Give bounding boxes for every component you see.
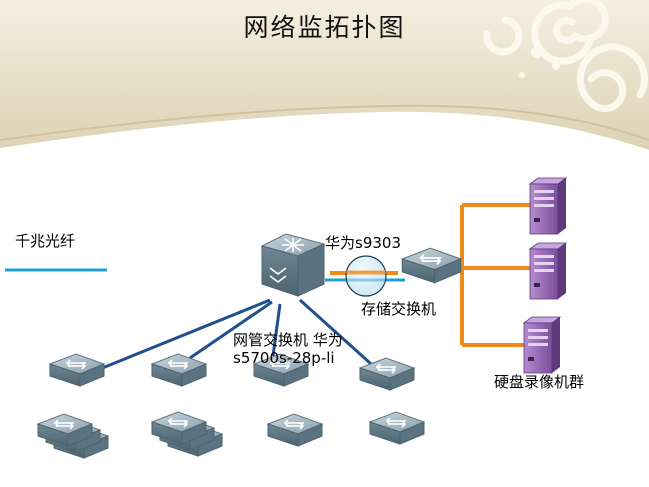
access-switch-label-line1: 网管交换机 华为 <box>233 331 343 349</box>
access-switch-icon <box>49 353 105 387</box>
access-switch-icon <box>151 353 207 387</box>
uplink-lines <box>99 298 382 374</box>
page-title: 网络监拓扑图 <box>243 13 406 42</box>
access-switch-icon <box>369 411 425 445</box>
server-icon <box>529 177 567 235</box>
header-banner <box>0 0 649 150</box>
storage-switch-icon <box>401 247 462 284</box>
swirl-ornament-icon <box>483 0 648 113</box>
server-icon <box>529 242 567 300</box>
access-switch-icon <box>267 413 323 447</box>
nvr-group-label: 硬盘录像机群 <box>494 373 585 391</box>
access-switch-label-line2: s5700s-28p-li <box>233 349 335 367</box>
core-switch-label: 华为s9303 <box>325 234 401 252</box>
storage-switch-label: 存储交换机 <box>361 300 437 318</box>
core-switch-icon <box>260 233 326 297</box>
server-icon <box>523 316 561 374</box>
switch-stack-icon <box>37 413 109 459</box>
link-bundle-icon <box>345 255 387 297</box>
switch-stack-icon <box>151 411 223 457</box>
legend-label: 千兆光纤 <box>15 232 76 250</box>
